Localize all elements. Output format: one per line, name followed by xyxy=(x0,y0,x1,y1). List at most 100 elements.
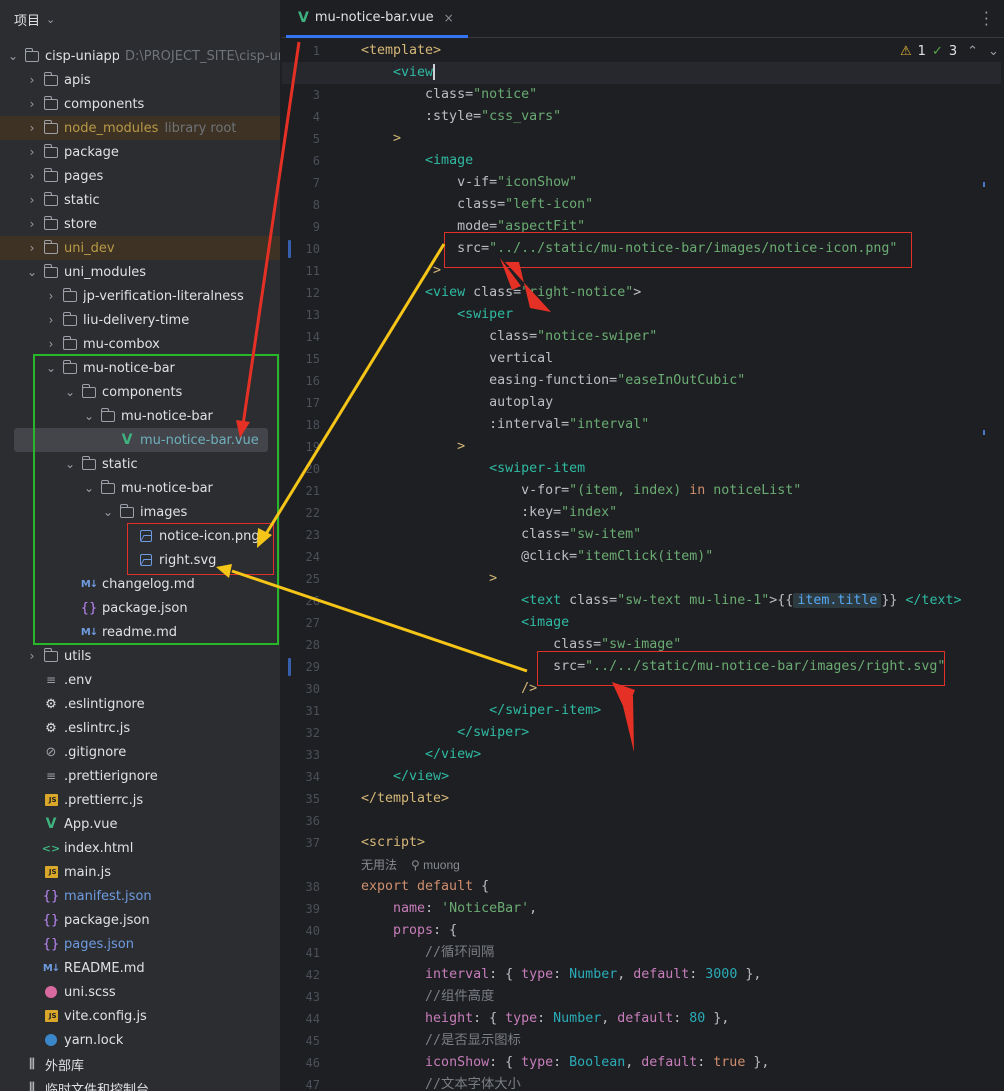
expand-arrow-icon[interactable]: ⌄ xyxy=(7,49,19,63)
tree-item[interactable]: ⫼外部库 xyxy=(0,1052,280,1076)
chevron-down-icon[interactable]: ⌄ xyxy=(83,409,95,423)
tree-item[interactable]: M↓readme.md xyxy=(0,620,280,644)
tree-item[interactable]: ⫼临时文件和控制台 xyxy=(0,1076,280,1091)
code-area[interactable]: <template> <view class="notice" :style="… xyxy=(282,40,1001,1091)
tree-item[interactable]: ›apis xyxy=(0,68,280,92)
code-editor: V mu-notice-bar.vue × ··· ⚠ 1 ✓ 3 ⌃ ⌄ 12… xyxy=(282,0,1004,1091)
chevron-right-icon[interactable]: › xyxy=(29,97,35,111)
chevron-down-icon[interactable]: ⌄ xyxy=(83,481,95,495)
tree-item[interactable]: <>index.html xyxy=(0,836,280,860)
chevron-down-icon[interactable]: ⌄ xyxy=(26,265,38,279)
chevron-right-icon[interactable]: › xyxy=(48,289,54,303)
tree-item[interactable]: ⊘.gitignore xyxy=(0,740,280,764)
tree-item[interactable]: uni.scss xyxy=(0,980,280,1004)
double-check-icon: ✓ xyxy=(931,44,943,59)
tree-item[interactable]: ⌄static xyxy=(0,452,280,476)
tree-item[interactable]: ≡.prettierignore xyxy=(0,764,280,788)
tree-item[interactable]: {}pages.json xyxy=(0,932,280,956)
chevron-right-icon[interactable]: › xyxy=(29,73,35,87)
tree-item[interactable]: ›jp-verification-literalness xyxy=(0,284,280,308)
tree-item[interactable]: › node_modules library root xyxy=(0,116,280,140)
chevron-right-icon[interactable]: › xyxy=(29,217,35,231)
chevron-right-icon[interactable]: › xyxy=(48,337,54,351)
root-path: D:\PROJECT_SITE\cisp-ur xyxy=(125,48,281,64)
tree-item[interactable]: ⌄components xyxy=(0,380,280,404)
tree-item[interactable]: › uni_dev xyxy=(0,236,280,260)
tree-item-label: .prettierignore xyxy=(64,768,158,784)
tree-item[interactable]: ›components xyxy=(0,92,280,116)
more-options-icon[interactable]: ··· xyxy=(984,4,989,34)
code-line: </swiper-item> xyxy=(489,703,602,718)
tree-item-label: 临时文件和控制台 xyxy=(45,1082,150,1091)
tree-item[interactable]: ›static xyxy=(0,188,280,212)
tree-item[interactable]: ›liu-delivery-time xyxy=(0,308,280,332)
tree-item[interactable]: ›mu-combox xyxy=(0,332,280,356)
chevron-down-icon[interactable]: ⌄ xyxy=(45,361,57,375)
folder-icon xyxy=(43,143,58,158)
chevron-right-icon[interactable]: › xyxy=(29,121,35,135)
line-number: 5 xyxy=(312,132,320,146)
code-line: :key="index" xyxy=(361,505,618,520)
chevron-right-icon[interactable]: › xyxy=(29,145,35,159)
tree-item-label: uni_dev xyxy=(64,240,115,256)
tree-item[interactable]: ›utils xyxy=(0,644,280,668)
chevron-down-icon[interactable]: ⌄ xyxy=(46,12,56,26)
line-number: 8 xyxy=(312,198,320,212)
project-header[interactable]: 项目 ⌄ xyxy=(0,0,280,38)
chevron-right-icon[interactable]: › xyxy=(29,241,35,255)
tree-item[interactable]: ⚙.eslintignore xyxy=(0,692,280,716)
tree-item[interactable]: yarn.lock xyxy=(0,1028,280,1052)
tree-item-label: readme.md xyxy=(102,624,177,640)
tree-item[interactable]: M↓README.md xyxy=(0,956,280,980)
tree-item[interactable]: ›package xyxy=(0,140,280,164)
tree-item[interactable]: ⚙.eslintrc.js xyxy=(0,716,280,740)
tree-item[interactable]: ⌄mu-notice-bar xyxy=(0,476,280,500)
tree-item[interactable]: M↓changelog.md xyxy=(0,572,280,596)
tree-item[interactable]: ≡.env xyxy=(0,668,280,692)
tree-item-label: mu-notice-bar.vue xyxy=(140,432,259,448)
tree-item[interactable]: ›store xyxy=(0,212,280,236)
tree-root[interactable]: ⌄ cisp-uniapp D:\PROJECT_SITE\cisp-ur xyxy=(0,44,281,68)
tree-item[interactable]: {}manifest.json xyxy=(0,884,280,908)
code-line: </view> xyxy=(425,747,482,762)
tree-item[interactable]: {}package.json xyxy=(0,596,280,620)
chevron-right-icon[interactable]: › xyxy=(48,313,54,327)
code-line xyxy=(361,810,1001,832)
tree-item[interactable]: JS.prettierrc.js xyxy=(0,788,280,812)
tree-item-label: node_modules xyxy=(64,120,159,136)
next-highlight-icon[interactable]: ⌄ xyxy=(988,44,999,59)
tree-item[interactable]: notice-icon.png xyxy=(0,524,280,548)
chevron-down-icon[interactable]: ⌄ xyxy=(64,385,76,399)
code-line: src="../../static/mu-notice-bar/images/r… xyxy=(361,659,946,674)
code-line: <image xyxy=(425,153,474,168)
tree-item-label: main.js xyxy=(64,864,111,880)
json-file-icon: {} xyxy=(42,912,60,928)
tab-mu-notice-bar-vue[interactable]: V mu-notice-bar.vue × xyxy=(286,0,468,38)
chevron-down-icon[interactable]: ⌄ xyxy=(64,457,76,471)
tree-item-label: README.md xyxy=(64,960,145,976)
tree-item[interactable]: {}package.json xyxy=(0,908,280,932)
folder-icon xyxy=(43,167,58,182)
tree-item[interactable]: ⌄mu-notice-bar xyxy=(0,356,280,380)
code-line: //循环间隔 xyxy=(425,945,495,960)
chevron-right-icon[interactable]: › xyxy=(29,649,35,663)
chevron-right-icon[interactable]: › xyxy=(29,193,35,207)
tree-item[interactable]: ⌄mu-notice-bar xyxy=(0,404,280,428)
chevron-right-icon[interactable]: › xyxy=(29,169,35,183)
inspection-widget[interactable]: ⚠ 1 ✓ 3 ⌃ ⌄ xyxy=(900,44,999,59)
usage-inlay-hint[interactable]: 无用法⚲ muong xyxy=(361,854,1001,876)
close-tab-icon[interactable]: × xyxy=(443,10,454,25)
line-number: 19 xyxy=(305,440,320,454)
prev-highlight-icon[interactable]: ⌃ xyxy=(967,44,979,59)
folder-icon xyxy=(119,503,134,518)
tree-item[interactable]: right.svg xyxy=(0,548,280,572)
chevron-down-icon[interactable]: ⌄ xyxy=(102,505,114,519)
tree-item[interactable]: ⌄images xyxy=(0,500,280,524)
tree-item[interactable]: ›pages xyxy=(0,164,280,188)
tree-item-hint: library root xyxy=(164,120,237,136)
tree-item[interactable]: ⌄uni_modules xyxy=(0,260,280,284)
